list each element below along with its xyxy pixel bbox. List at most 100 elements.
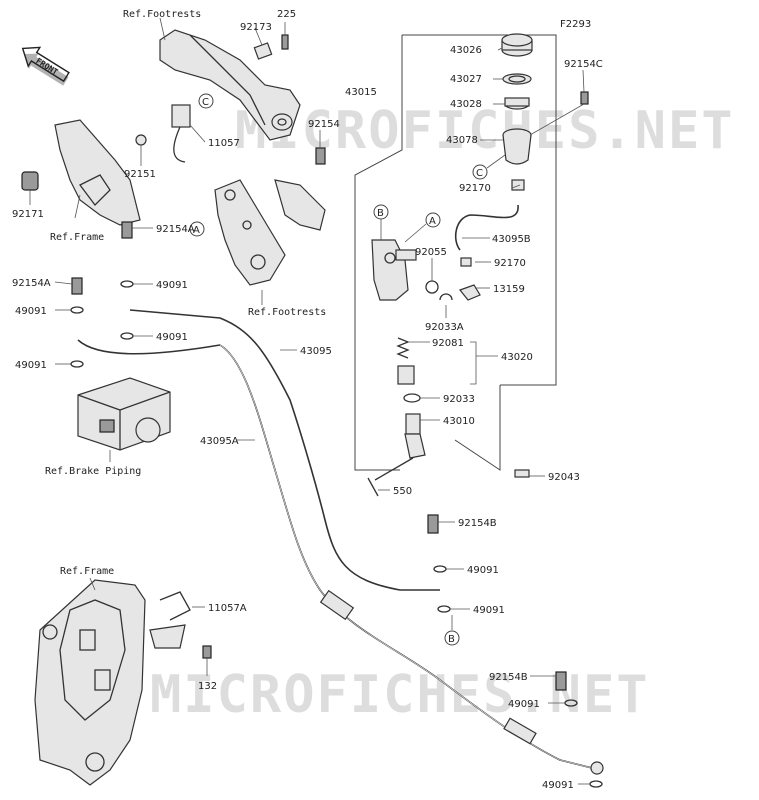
watermark-top: MICROFICHES.NET xyxy=(235,101,735,161)
hose-fitting-mid xyxy=(319,589,355,621)
front-arrow-icon: FRONT xyxy=(21,46,70,86)
label-92171: 92171 xyxy=(12,209,44,220)
clamp-92170-b xyxy=(460,257,472,267)
label-49091-g: 49091 xyxy=(508,699,540,710)
label-ref-frame-bottom: Ref.Frame xyxy=(60,566,114,577)
label-92154A-a: 92154A xyxy=(156,224,195,235)
bolt-92154B-b xyxy=(555,671,567,691)
bolt-92151 xyxy=(135,134,147,146)
callout-b-cylinder: B xyxy=(373,204,389,240)
label-ref-footrests-top: Ref.Footrests xyxy=(123,9,201,20)
label-92170-a: 92170 xyxy=(459,183,491,194)
label-92154B-b: 92154B xyxy=(489,672,528,683)
hose-abs-link xyxy=(77,339,221,355)
bolt-92154A-b xyxy=(71,277,83,295)
svg-text:A: A xyxy=(429,216,436,227)
washer-49091-d xyxy=(70,360,84,368)
footrest-bracket-mid xyxy=(214,179,326,286)
label-43027: 43027 xyxy=(450,74,482,85)
label-ref-brake-piping: Ref.Brake Piping xyxy=(45,466,141,477)
reservoir-cap-43026 xyxy=(501,33,533,57)
label-43095B: 43095B xyxy=(492,234,531,245)
label-49091-c: 49091 xyxy=(156,332,188,343)
label-43095: 43095 xyxy=(300,346,332,357)
callout-b-bottom: B xyxy=(444,630,460,646)
bolt-92154 xyxy=(315,147,326,165)
callout-a-cylinder: A xyxy=(404,212,441,243)
part-labels: Ref.Footrests 225 92173 43015 43026 4302… xyxy=(12,9,603,791)
label-43020: 43020 xyxy=(501,352,533,363)
label-49091-f: 49091 xyxy=(473,605,505,616)
label-49091-e: 49091 xyxy=(467,565,499,576)
label-132: 132 xyxy=(198,681,217,692)
label-ref-frame-top: Ref.Frame xyxy=(50,232,104,243)
label-92154A-b: 92154A xyxy=(12,278,51,289)
callout-a-footrest: A xyxy=(189,221,205,237)
frame-section-bottom xyxy=(34,579,146,786)
hose-43095B xyxy=(454,204,519,251)
svg-text:C: C xyxy=(202,97,209,108)
label-43015: 43015 xyxy=(345,87,377,98)
label-92081: 92081 xyxy=(432,338,464,349)
diaphragm-43028 xyxy=(504,97,530,110)
label-92170-b: 92170 xyxy=(494,258,526,269)
piston-43020 xyxy=(397,365,415,385)
svg-text:C: C xyxy=(476,168,483,179)
label-92154: 92154 xyxy=(308,119,340,130)
label-43095A: 43095A xyxy=(200,436,239,447)
fitting-13159 xyxy=(459,284,481,301)
label-49091-a: 49091 xyxy=(156,280,188,291)
label-11057: 11057 xyxy=(208,138,240,149)
label-43078: 43078 xyxy=(446,135,478,146)
label-92055: 92055 xyxy=(415,247,447,258)
label-225: 225 xyxy=(277,9,296,20)
label-49091-h: 49091 xyxy=(542,780,574,791)
abs-unit xyxy=(77,377,171,451)
pin-92043 xyxy=(514,469,530,478)
label-92154C: 92154C xyxy=(564,59,603,70)
spring-92081 xyxy=(396,337,410,359)
svg-text:B: B xyxy=(377,208,384,219)
washer-49091-f xyxy=(437,605,451,613)
brake-switch-11057 xyxy=(171,104,191,163)
clamp-92170-a xyxy=(511,179,525,191)
washer-49091-h xyxy=(589,780,603,788)
bolt-225 xyxy=(281,34,289,50)
washer-49091-c xyxy=(120,332,134,340)
label-92043: 92043 xyxy=(548,472,580,483)
assembly-frame-43015 xyxy=(402,34,557,386)
label-11057A: 11057A xyxy=(208,603,247,614)
watermark-bottom: MICROFICHES.NET xyxy=(150,665,650,725)
plate-43027 xyxy=(502,73,532,85)
o-ring-92055 xyxy=(425,280,439,294)
assembly-frame-left xyxy=(354,35,403,471)
label-92173: 92173 xyxy=(240,22,272,33)
footrest-bracket-top xyxy=(159,29,301,141)
washer-49091-a xyxy=(120,280,134,288)
bracket-11057A xyxy=(149,591,191,649)
circlip-92033A xyxy=(439,293,453,301)
label-92151: 92151 xyxy=(124,169,156,180)
label-ref-footrests-mid: Ref.Footrests xyxy=(248,307,326,318)
reservoir-43078 xyxy=(502,128,532,165)
diagram-code: F2293 xyxy=(560,19,591,30)
pin-550 xyxy=(367,477,379,497)
hose-43095 xyxy=(129,309,440,591)
leader-lines xyxy=(29,17,590,785)
bolt-92154B-a xyxy=(427,514,439,534)
circlip-92033 xyxy=(403,393,421,403)
bolt-92154A-a xyxy=(121,221,133,239)
label-49091-d: 49091 xyxy=(15,360,47,371)
banjo-end xyxy=(590,761,604,775)
label-92033: 92033 xyxy=(443,394,475,405)
svg-text:B: B xyxy=(448,634,455,645)
washer-49091-b xyxy=(70,306,84,314)
callout-c-reservoir: C xyxy=(472,154,506,180)
label-13159: 13159 xyxy=(493,284,525,295)
label-92154B-a: 92154B xyxy=(458,518,497,529)
bolt-132 xyxy=(202,645,212,659)
label-550: 550 xyxy=(393,486,412,497)
assembly-frame-lower xyxy=(454,385,501,471)
